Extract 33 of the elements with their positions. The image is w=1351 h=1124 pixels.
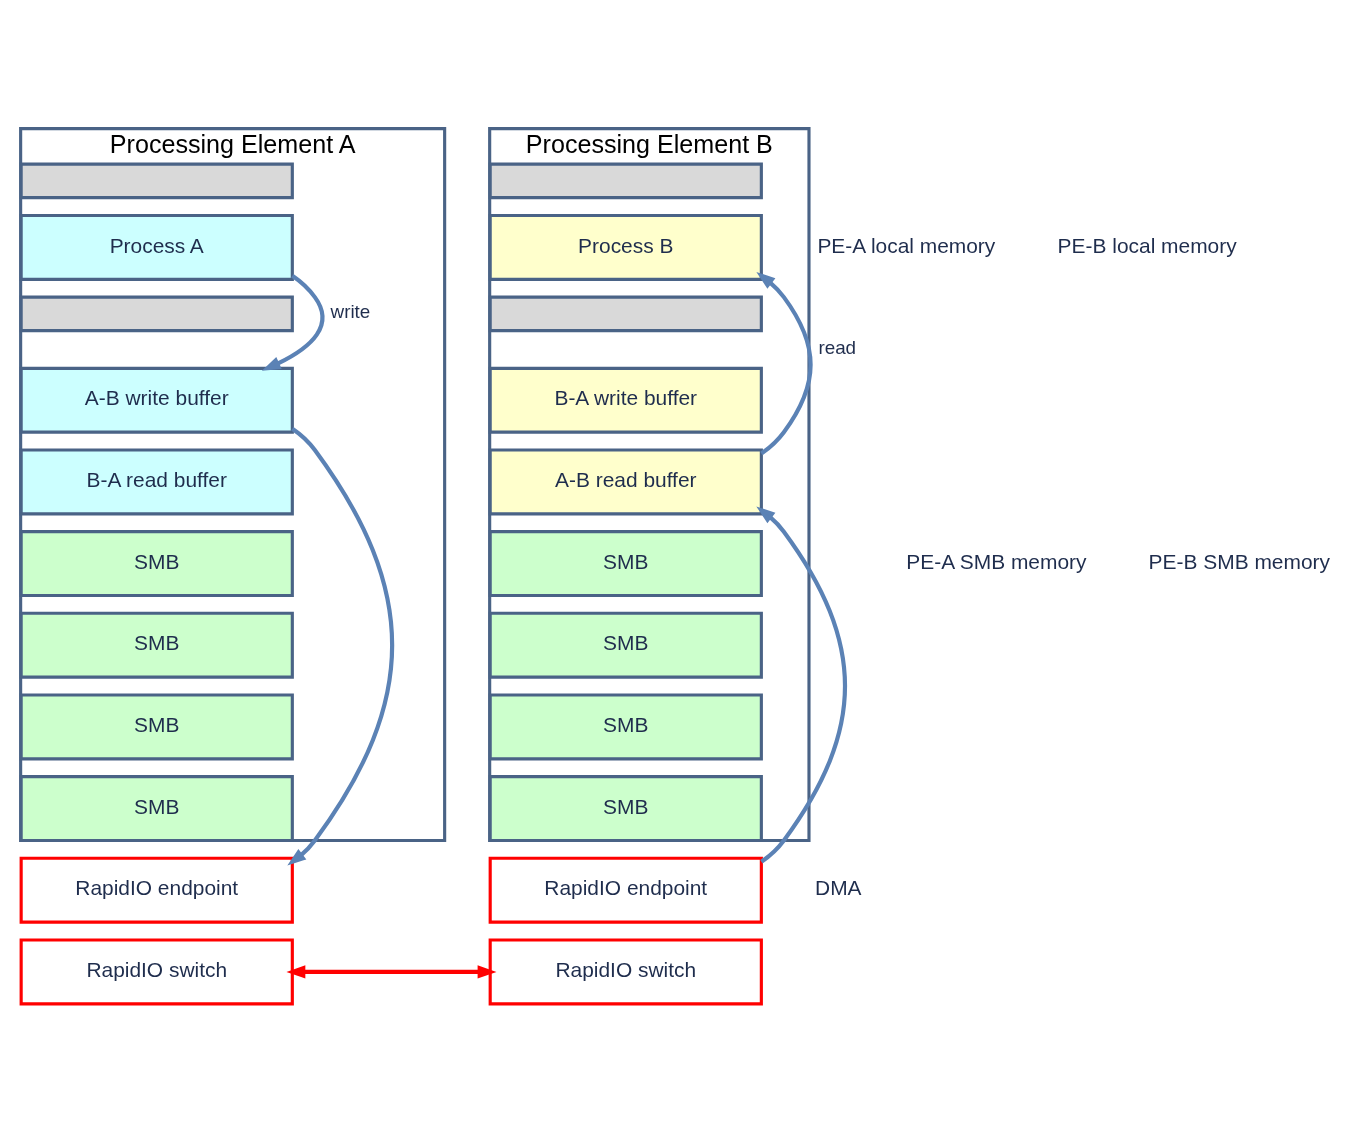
arrow [261,274,325,371]
label: PE-A local memory [817,233,996,257]
node-box: Process B [488,213,763,281]
node-box: SMB [19,693,294,761]
label: DMA [815,876,862,900]
arrow [756,506,848,864]
node-box: Process A [19,213,294,281]
node-box [19,162,294,200]
node-box: RapidIO switch [19,938,294,1006]
node-box: SMB [19,530,294,598]
node-box: A-B write buffer [19,366,294,434]
edge-label: read [818,337,857,359]
node-box: RapidIO switch [488,938,763,1006]
edge-label: write [330,301,371,323]
label: PE-B SMB memory [1148,549,1330,573]
node-box [488,162,763,200]
node-box: B-A read buffer [19,448,294,516]
label: PE-B local memory [1057,233,1237,257]
node-box: SMB [488,611,763,679]
node-box: RapidIO endpoint [488,856,763,924]
node-box: B-A write buffer [488,366,763,434]
node-box [488,295,763,333]
node-box: SMB [488,775,763,843]
node-box: SMB [19,611,294,679]
node-box: RapidIO endpoint [19,856,294,924]
arrow [287,427,395,866]
node-box: SMB [488,693,763,761]
arrow [286,965,497,979]
node-box: A-B read buffer [488,448,763,516]
label: PE-A SMB memory [906,549,1087,573]
node-box: SMB [488,530,763,598]
node-box [19,295,294,333]
arrow [756,272,813,456]
